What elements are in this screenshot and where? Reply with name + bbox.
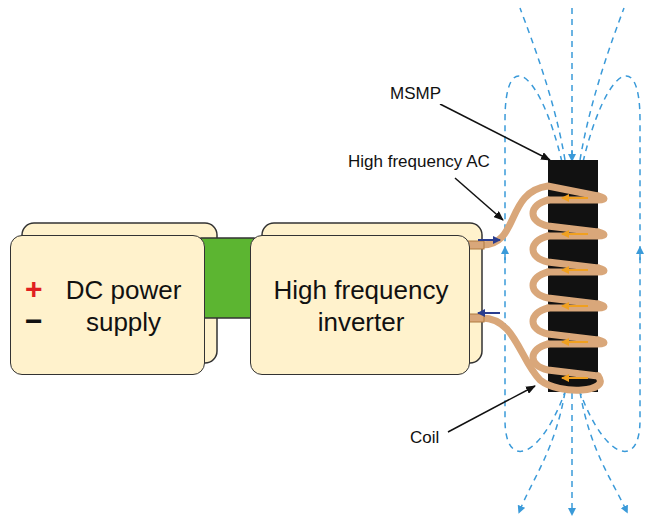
polarity-sign: −	[25, 305, 43, 337]
coupling-block	[201, 238, 254, 318]
current-arrow	[478, 239, 500, 241]
field-lines	[505, 8, 640, 512]
part-label: MSMP	[388, 84, 443, 104]
part-label: Coil	[408, 428, 441, 448]
process-box: +−DC power supply	[10, 235, 205, 375]
box-label: DC power supply	[61, 274, 186, 338]
current-arrow	[478, 312, 500, 314]
leader-line	[455, 178, 503, 220]
coil-wire	[482, 186, 604, 390]
leader-line	[448, 386, 535, 432]
terminal	[468, 314, 484, 322]
box-label: High frequency inverter	[261, 274, 461, 338]
process-box: High frequency inverter	[250, 235, 470, 375]
current-arrows	[562, 198, 588, 378]
polarity-sign: +	[25, 273, 43, 305]
terminal	[468, 241, 484, 249]
part-label: High frequency AC	[346, 152, 492, 172]
